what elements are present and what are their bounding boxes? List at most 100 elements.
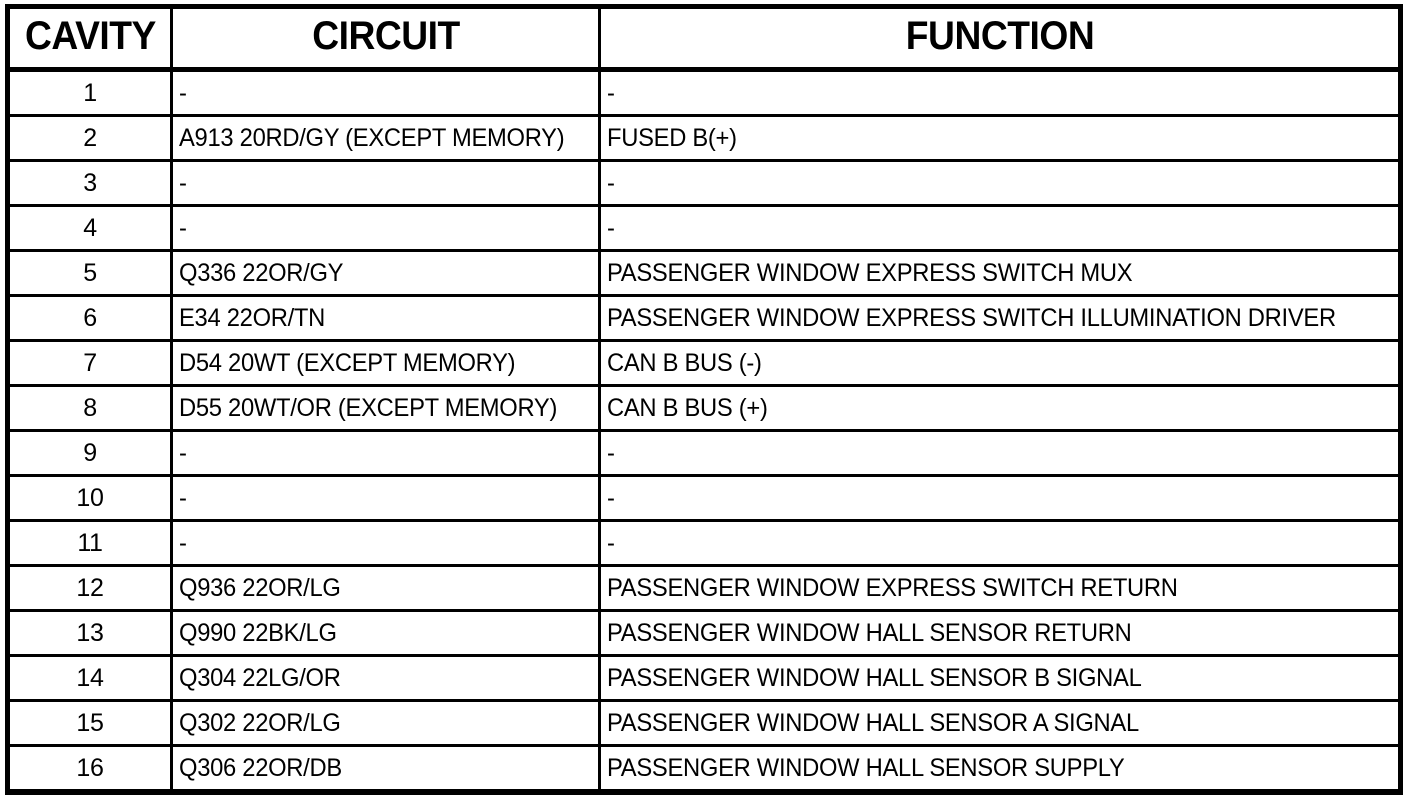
cell-function: PASSENGER WINDOW HALL SENSOR RETURN bbox=[599, 610, 1401, 657]
cell-function-text: FUSED B(+) bbox=[607, 123, 737, 152]
table-row: 4-- bbox=[7, 205, 1401, 252]
cell-circuit-text: - bbox=[179, 438, 187, 467]
cell-function-text: PASSENGER WINDOW HALL SENSOR RETURN bbox=[607, 618, 1132, 647]
cell-function: PASSENGER WINDOW HALL SENSOR A SIGNAL bbox=[599, 700, 1401, 747]
cell-function-text: PASSENGER WINDOW HALL SENSOR A SIGNAL bbox=[607, 708, 1139, 737]
cell-function-text: - bbox=[607, 78, 615, 107]
cell-circuit: D55 20WT/OR (EXCEPT MEMORY) bbox=[171, 385, 601, 432]
cell-cavity: 13 bbox=[7, 610, 173, 657]
cell-cavity: 4 bbox=[7, 205, 173, 252]
cell-function: PASSENGER WINDOW EXPRESS SWITCH ILLUMINA… bbox=[599, 295, 1401, 342]
cell-circuit-text: D55 20WT/OR (EXCEPT MEMORY) bbox=[179, 393, 558, 422]
cell-circuit-text: - bbox=[179, 528, 187, 557]
cell-function-text: PASSENGER WINDOW EXPRESS SWITCH RETURN bbox=[607, 573, 1178, 602]
cell-function-text: - bbox=[607, 528, 615, 557]
cell-cavity: 11 bbox=[7, 520, 173, 567]
cell-circuit: A913 20RD/GY (EXCEPT MEMORY) bbox=[171, 115, 601, 162]
table-row: 1-- bbox=[7, 69, 1401, 117]
column-header-function: FUNCTION bbox=[627, 6, 1373, 72]
cell-function: PASSENGER WINDOW HALL SENSOR SUPPLY bbox=[600, 746, 1401, 793]
cell-function: FUSED B(+) bbox=[599, 115, 1401, 162]
cell-function: - bbox=[599, 69, 1401, 117]
cell-circuit: E34 22OR/TN bbox=[171, 295, 601, 342]
cell-cavity: 12 bbox=[7, 565, 173, 612]
cell-function-text: PASSENGER WINDOW EXPRESS SWITCH ILLUMINA… bbox=[607, 303, 1336, 332]
cell-function: - bbox=[599, 430, 1401, 477]
column-header-cavity: CAVITY bbox=[13, 6, 168, 72]
cell-function-text: - bbox=[607, 168, 615, 197]
cell-function-text: - bbox=[607, 213, 615, 242]
cell-function-text: CAN B BUS (+) bbox=[607, 393, 768, 422]
cell-circuit-text: Q302 22OR/LG bbox=[179, 708, 341, 737]
table-header-row: CAVITY CIRCUIT FUNCTION bbox=[8, 6, 1401, 72]
cell-function-text: PASSENGER WINDOW HALL SENSOR B SIGNAL bbox=[607, 663, 1142, 692]
cell-cavity: 14 bbox=[7, 655, 173, 702]
cell-circuit-text: Q306 22OR/DB bbox=[179, 753, 342, 782]
cell-circuit-text: Q304 22LG/OR bbox=[179, 663, 341, 692]
cell-cavity: 8 bbox=[7, 385, 173, 432]
cell-function: - bbox=[599, 205, 1401, 252]
cell-cavity: 7 bbox=[7, 340, 173, 387]
cell-circuit: - bbox=[171, 160, 601, 207]
table-row: 11-- bbox=[7, 520, 1401, 567]
cell-function: PASSENGER WINDOW EXPRESS SWITCH RETURN bbox=[599, 565, 1401, 612]
cell-cavity: 15 bbox=[7, 700, 173, 747]
cell-circuit: Q302 22OR/LG bbox=[171, 700, 601, 747]
cell-cavity: 10 bbox=[7, 475, 173, 522]
cell-cavity: 5 bbox=[7, 250, 173, 297]
cell-function-text: PASSENGER WINDOW EXPRESS SWITCH MUX bbox=[607, 258, 1133, 287]
cell-circuit: Q336 22OR/GY bbox=[171, 250, 601, 297]
cell-function-text: - bbox=[607, 483, 615, 512]
cell-circuit-text: Q990 22BK/LG bbox=[179, 618, 337, 647]
cell-circuit-text: - bbox=[179, 168, 187, 197]
cell-circuit-text: Q336 22OR/GY bbox=[179, 258, 344, 287]
cell-circuit: Q990 22BK/LG bbox=[171, 610, 601, 657]
cell-cavity: 3 bbox=[7, 160, 173, 207]
table-header: CAVITY CIRCUIT FUNCTION bbox=[8, 6, 1401, 72]
cell-circuit-text: A913 20RD/GY (EXCEPT MEMORY) bbox=[179, 123, 565, 152]
cell-cavity: 16 bbox=[7, 745, 173, 792]
cell-circuit-text: E34 22OR/TN bbox=[179, 303, 326, 332]
cell-function: - bbox=[599, 475, 1401, 522]
cell-circuit: - bbox=[171, 520, 601, 567]
cell-circuit: Q304 22LG/OR bbox=[171, 655, 601, 702]
cell-circuit: - bbox=[171, 205, 601, 252]
cell-circuit: - bbox=[171, 475, 601, 522]
cell-function: - bbox=[599, 520, 1401, 567]
cell-function: CAN B BUS (-) bbox=[599, 340, 1401, 387]
cell-circuit: D54 20WT (EXCEPT MEMORY) bbox=[171, 340, 601, 387]
cell-function: PASSENGER WINDOW EXPRESS SWITCH MUX bbox=[599, 250, 1401, 297]
table-row: 10-- bbox=[7, 475, 1401, 522]
cell-circuit-text: - bbox=[179, 483, 187, 512]
cell-cavity: 9 bbox=[7, 430, 173, 477]
cell-circuit-text: - bbox=[179, 78, 187, 107]
cell-function-text: - bbox=[607, 438, 615, 467]
cell-cavity: 2 bbox=[7, 115, 173, 162]
cell-circuit-text: D54 20WT (EXCEPT MEMORY) bbox=[179, 348, 516, 377]
cell-circuit-text: - bbox=[179, 213, 187, 242]
cell-function: PASSENGER WINDOW HALL SENSOR B SIGNAL bbox=[599, 655, 1401, 702]
cell-cavity: 1 bbox=[7, 69, 173, 117]
cell-circuit: - bbox=[171, 69, 601, 117]
table-row: 9-- bbox=[7, 430, 1401, 477]
cell-circuit: Q306 22OR/DB bbox=[171, 745, 601, 792]
cell-cavity: 6 bbox=[7, 295, 173, 342]
cell-function-text: PASSENGER WINDOW HALL SENSOR SUPPLY bbox=[607, 753, 1125, 782]
cell-circuit: Q936 22OR/LG bbox=[171, 565, 601, 612]
cell-function: CAN B BUS (+) bbox=[599, 385, 1401, 432]
cell-circuit: - bbox=[171, 430, 601, 477]
cell-function: - bbox=[599, 160, 1401, 207]
